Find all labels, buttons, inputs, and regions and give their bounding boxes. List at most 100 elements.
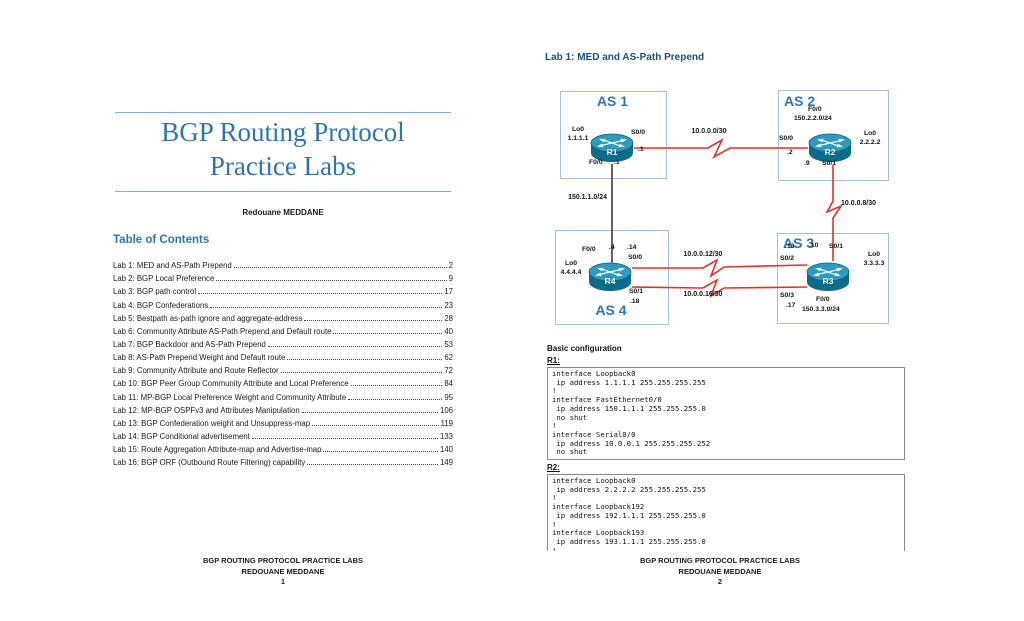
r3-s02-label: S0/2 [780,255,794,262]
as1-box [560,91,667,179]
r4-s01-ip: .18 [630,298,640,305]
footer-page-number: 2 [717,577,723,586]
toc-entry-label: Lab 2: BGP Local Preference [113,274,215,284]
as4-title: AS 4 [595,302,627,318]
toc-entry[interactable]: Lab 12: MP-BGP OSPFv3 and Attributes Man… [113,402,453,415]
toc-leader-dots [350,385,443,387]
r2-f00-net: 150.2.2.0/24 [794,115,832,122]
toc-entry[interactable]: Lab 6: Community Attribute AS-Path Prepe… [113,323,453,336]
r3-s03-ip: .17 [786,302,796,309]
title-rule-bottom [115,191,451,192]
toc-entry-page: 62 [444,353,453,363]
r4-loopback-label: Lo0 4.4.4.4 [551,260,591,277]
toc-entry[interactable]: Lab 9: Community Attribute and Route Ref… [113,362,453,375]
toc-entry[interactable]: Lab 10: BGP Peer Group Community Attribu… [113,375,453,388]
toc-entry[interactable]: Lab 2: BGP Local Preference 9 [113,270,453,283]
toc-entry[interactable]: Lab 11: MP-BGP Local Preference Weight a… [113,388,453,402]
toc-entry-label: Lab 16: BGP ORF (Outbound Route Filterin… [113,458,306,468]
toc-entry-label: Lab 1: MED and AS-Path Prepend [113,261,232,271]
r1-f00-label: F0/0 [589,159,603,166]
serial-link-r4-r3-bottom [631,278,808,298]
toc-entry-label: Lab 9: Community Attribute and Route Ref… [113,366,279,376]
as3-title: AS 3 [783,235,815,251]
r1-f00-ip: .1 [614,159,620,166]
router-icon [588,262,632,291]
toc-entry[interactable]: Lab 16: BGP ORF (Outbound Route Filterin… [113,454,453,467]
toc-entry-page: 9 [448,274,453,284]
toc-leader-dots [323,451,438,453]
toc-entry-page: 133 [439,431,453,441]
footer-author: REDOUANE MEDDANE [678,566,762,576]
document-title: BGP Routing Protocol Practice Labs [113,115,453,183]
toc-entry[interactable]: Lab 14: BGP Conditional advertisement 133 [113,428,453,441]
interface-ip: 2.2.2.2 [859,138,881,146]
toc-entry-label: Lab 7: BGP Backdoor and AS-Path Prepend [113,339,266,349]
lab-heading: Lab 1: MED and AS-Path Prepend [545,52,705,63]
toc-entry-label: Lab 15: Route Aggregation Attribute-map … [113,445,322,455]
links-layer [611,138,844,298]
serial-link-r1-r2 [634,138,808,159]
toc-entry-page: 23 [444,300,453,310]
toc-entry[interactable]: Lab 8: AS-Path Prepend Weight and Defaul… [113,349,453,362]
as2-title: AS 2 [784,93,816,109]
link-net-r4-r3-bottom: 10.0.0.16/30 [683,291,723,298]
toc-entry-page: 119 [440,418,453,428]
r3-f00-label: F0/0 [816,296,830,303]
link-net-r4-r3-top: 10.0.0.12/30 [683,251,723,258]
author-name: Redouane MEDDANE [242,208,324,217]
toc-entry-label: Lab 8: AS-Path Prepend Weight and Defaul… [113,353,286,363]
toc-entry-page: 106 [439,405,453,415]
serial-link-r2-r3 [825,165,844,261]
toc-entry-label: Lab 5: Bestpath as-path ignore and aggre… [113,313,303,323]
toc-leader-dots [312,424,439,426]
as1-title: AS 1 [596,93,629,109]
toc-entry-page: 40 [444,326,453,336]
footer-title: BGP ROUTING PROTOCOL PRACTICE LABS [202,556,363,565]
r4-s00-ip: .14 [627,244,637,251]
link-net-r2-r3: 10.0.0.8/30 [841,200,877,207]
title-rule-top [115,112,451,113]
r3-s01-ip: .10 [809,242,819,249]
link-net-r1-r2: 10.0.0.0/30 [691,128,727,135]
toc-entry-page: 72 [444,366,453,376]
footer-author: REDOUANE MEDDANE [241,566,325,576]
toc-heading: Table of Contents [113,234,210,246]
toc-entry-label: Lab 14: BGP Conditional advertisement [113,431,250,441]
toc-leader-dots [210,306,443,308]
interface-name: Lo0 [863,130,877,137]
router-r3: R3 [806,262,850,292]
toc-leader-dots [280,372,443,374]
toc-leader-dots [287,359,443,361]
footer-page-number: 1 [280,577,286,586]
footer-title: BGP ROUTING PROTOCOL PRACTICE LABS [639,556,800,565]
r2-f00-label: F0/0 [808,106,822,113]
r3-s02-ip: .13 [785,243,795,250]
r2-s01-label: S0/1 [822,160,836,167]
toc-leader-dots [307,464,438,466]
toc-entry[interactable]: Lab 5: Bestpath as-path ignore and aggre… [113,310,453,323]
toc-entry[interactable]: Lab 13: BGP Confederation weight and Uns… [113,415,453,428]
toc-entry[interactable]: Lab 15: Route Aggregation Attribute-map … [113,441,453,454]
router-r2: R2 [808,133,852,163]
router-r1: R1 [590,133,634,163]
interface-ip: 1.1.1.1 [567,134,589,142]
toc-entry-label: Lab 10: BGP Peer Group Community Attribu… [113,379,349,389]
toc-entry-label: Lab 11: MP-BGP Local Preference Weight a… [113,392,347,402]
toc-entry-page: 28 [444,313,453,323]
router-icon [806,262,850,291]
router-label: R3 [822,276,834,286]
toc-entry[interactable]: Lab 4: BGP Confederations 23 [113,296,453,310]
right-page: Lab 1: MED and AS-Path Prepend AS 1 AS 2… [545,0,910,621]
toc-entry-label: Lab 4: BGP Confederations [113,300,209,310]
document-title-line2: Practice Labs [209,151,357,181]
basic-configuration-heading: Basic configuration [547,344,622,353]
toc-leader-dots [198,293,443,295]
toc-entry-page: 140 [439,445,453,455]
r4-s00-label: S0/0 [628,254,642,261]
toc-leader-dots [251,437,438,439]
r2-s01-ip: .9 [804,160,810,167]
